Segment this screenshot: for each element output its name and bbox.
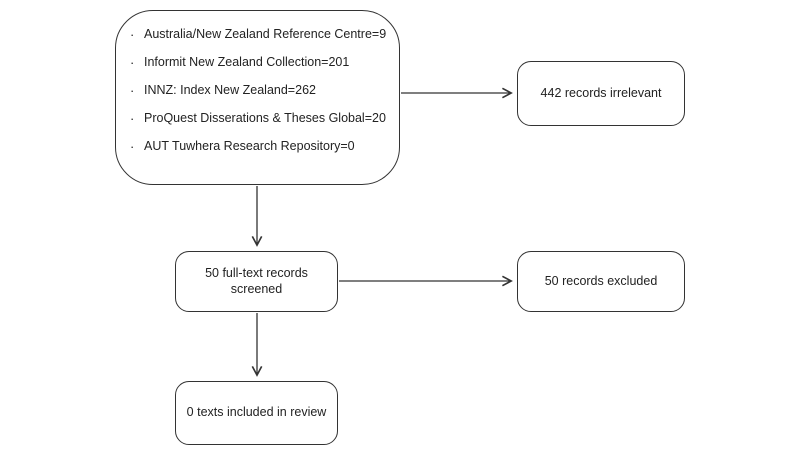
bullet-icon: · [130, 111, 135, 126]
node-label: 50 full-text records screened [205, 265, 308, 296]
node-label: 442 records irrelevant [540, 85, 662, 100]
source-item-label: Australia/New Zealand Reference Centre=9 [144, 27, 387, 41]
source-list-item: · ProQuest Disserations & Theses Global=… [123, 111, 389, 139]
source-item-label: INNZ: Index New Zealand=262 [144, 83, 316, 97]
source-list-item: · Informit New Zealand Collection=201 [123, 55, 389, 83]
node-label: 50 records excluded [544, 273, 658, 288]
bullet-icon: · [130, 27, 135, 42]
source-item-label: Informit New Zealand Collection=201 [144, 55, 350, 69]
source-list-item: · Australia/New Zealand Reference Centre… [123, 27, 389, 55]
bullet-icon: · [130, 139, 135, 154]
source-item-label: AUT Tuwhera Research Repository=0 [144, 139, 355, 153]
bullet-icon: · [130, 83, 135, 98]
node-records-excluded: 50 records excluded [517, 251, 685, 312]
source-item-label: ProQuest Disserations & Theses Global=20 [144, 111, 386, 125]
node-database-sources: · Australia/New Zealand Reference Centre… [115, 10, 400, 185]
source-list-item: · INNZ: Index New Zealand=262 [123, 83, 389, 111]
node-records-screened: 50 full-text records screened [175, 251, 338, 312]
bullet-icon: · [130, 55, 135, 70]
node-records-irrelevant: 442 records irrelevant [517, 61, 685, 126]
node-label: 0 texts included in review [186, 405, 327, 420]
source-list-item: · AUT Tuwhera Research Repository=0 [123, 139, 389, 167]
node-texts-included: 0 texts included in review [175, 381, 338, 445]
